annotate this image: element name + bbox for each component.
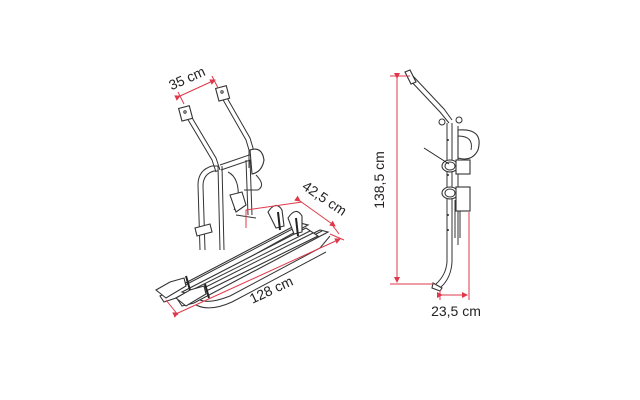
perspective-view: 35 cm 42,5 cm 128 cm	[155, 63, 350, 318]
dimension-top-width: 35 cm	[166, 63, 219, 105]
dim-label-top-width: 35 cm	[166, 63, 207, 93]
dim-label-depth: 23,5 cm	[431, 303, 481, 319]
dim-label-rail-width: 42,5 cm	[300, 178, 350, 219]
dim-label-height: 138,5 cm	[371, 151, 387, 209]
main-frame	[194, 148, 265, 251]
upper-arms	[177, 84, 254, 173]
dimension-height: 138,5 cm	[371, 73, 434, 285]
rails	[155, 204, 331, 309]
dimension-depth: 23,5 cm	[431, 212, 481, 319]
side-view: 138,5 cm 23,5 cm	[371, 69, 481, 319]
